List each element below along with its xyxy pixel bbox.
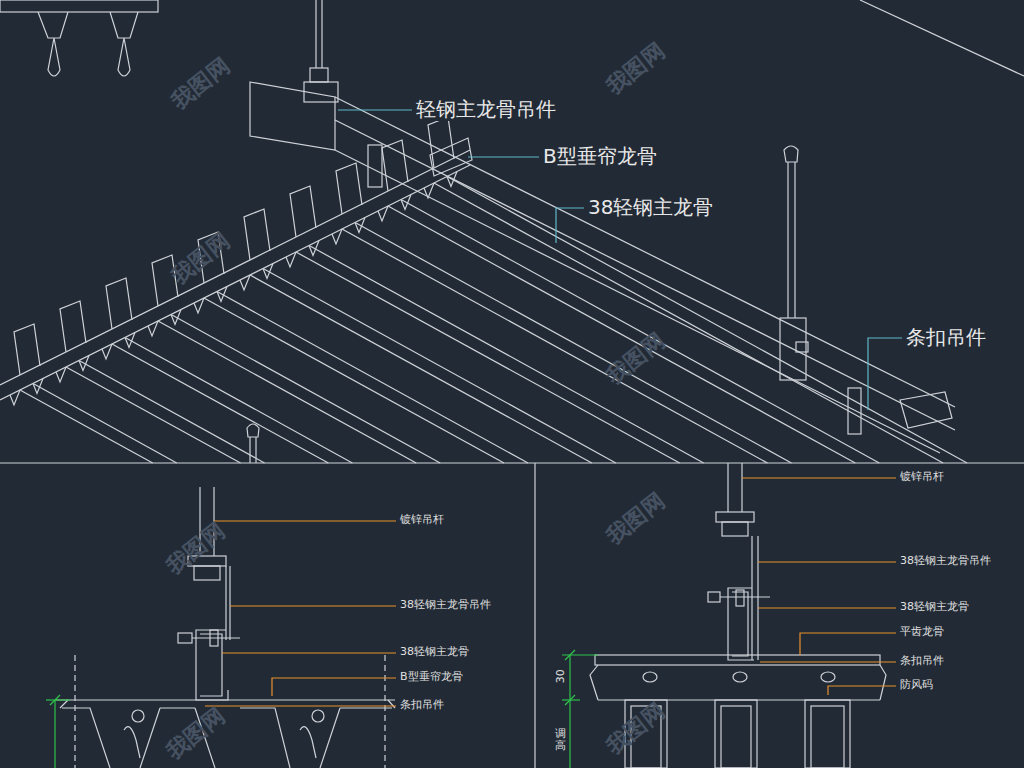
carrier-tooth xyxy=(33,379,43,394)
part-label: 平齿龙骨 xyxy=(898,626,946,639)
watermark: 我图网 xyxy=(165,227,236,290)
part-label: 轻钢主龙骨吊件 xyxy=(414,98,558,121)
part-label: B型垂帘龙骨 xyxy=(541,145,659,168)
leader-line xyxy=(338,110,902,410)
strip-edge xyxy=(402,200,879,463)
carrier-tooth xyxy=(148,321,158,336)
dimension-line xyxy=(46,695,70,768)
carrier-tooth xyxy=(217,287,227,302)
strip-clip xyxy=(368,145,861,434)
strip-panels xyxy=(14,117,967,463)
strip-edge xyxy=(310,246,704,463)
watermark: 我图网 xyxy=(160,702,231,765)
part-label: 38轻钢主龙骨 xyxy=(586,196,715,219)
watermark: 我图网 xyxy=(165,52,236,115)
strip-edge xyxy=(112,344,328,463)
carrier-tooth xyxy=(286,252,296,267)
section-left xyxy=(55,487,395,768)
carrier-tooth xyxy=(378,206,388,221)
main-channel xyxy=(250,82,955,453)
carrier-tooth xyxy=(10,390,20,405)
dimension-text: 调高 xyxy=(553,728,568,752)
carrier-tooth xyxy=(102,344,112,359)
strip-edge xyxy=(264,269,616,463)
carrier-tooth xyxy=(401,195,411,210)
b-carrier xyxy=(0,138,472,405)
hook-detail xyxy=(0,0,158,76)
section-right xyxy=(590,463,886,768)
strip-edge xyxy=(342,229,767,463)
dimension-text: 30 xyxy=(555,667,568,685)
watermark: 我图网 xyxy=(600,37,671,100)
strip-edge xyxy=(66,367,241,463)
part-label: 38轻钢主龙骨 xyxy=(898,601,971,614)
carrier-tooth xyxy=(263,264,273,279)
strip-edge xyxy=(158,321,416,463)
strip-edge xyxy=(126,338,352,463)
carrier-tooth xyxy=(355,218,365,233)
strip-edge xyxy=(20,390,153,463)
strip-edge xyxy=(434,183,943,463)
strip-edge xyxy=(250,275,592,463)
carrier-tooth xyxy=(171,310,181,325)
strip-edge xyxy=(388,206,855,463)
part-label: 镀锌吊杆 xyxy=(398,514,446,527)
part-label: 38轻钢主龙骨 xyxy=(398,646,471,659)
strip-edge xyxy=(204,298,504,463)
panel-border xyxy=(0,462,1024,463)
carrier-tooth xyxy=(125,333,135,348)
hanger-rod xyxy=(247,0,808,463)
watermark: 我图网 xyxy=(600,327,671,390)
leader-line xyxy=(205,478,896,706)
part-label: 38轻钢主龙骨吊件 xyxy=(898,555,993,568)
carrier-tooth xyxy=(309,241,319,256)
part-label: 条扣吊件 xyxy=(904,326,988,349)
strip-edge xyxy=(296,252,680,463)
watermark: 我图网 xyxy=(600,487,671,550)
edge-line xyxy=(860,0,1024,76)
carrier-tooth xyxy=(332,229,342,244)
carrier-tooth xyxy=(79,356,89,371)
strip-edge xyxy=(172,315,440,463)
part-label: 38轻钢主龙骨吊件 xyxy=(398,599,493,612)
part-label: 条扣吊件 xyxy=(898,655,946,668)
part-label: 条扣吊件 xyxy=(398,699,446,712)
strip-edge xyxy=(34,384,177,463)
part-label: 镀锌吊杆 xyxy=(898,471,946,484)
carrier-tooth xyxy=(194,298,204,313)
carrier-tooth xyxy=(56,367,66,382)
strip-edge xyxy=(448,177,967,463)
part-label: B型垂帘龙骨 xyxy=(398,671,465,684)
strip-edge xyxy=(218,292,528,463)
carrier-tooth xyxy=(240,275,250,290)
part-label: 防风码 xyxy=(898,679,935,692)
panel-border xyxy=(534,463,535,768)
